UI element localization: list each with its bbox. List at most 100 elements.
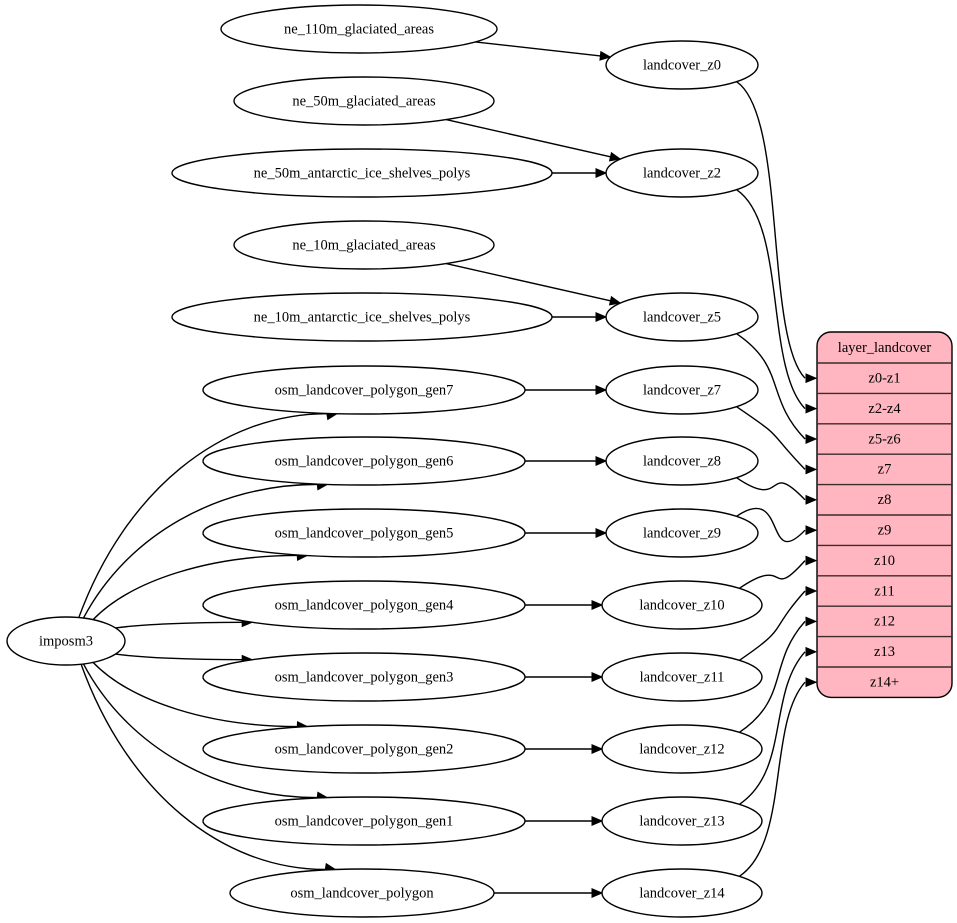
edge-line: [82, 663, 318, 799]
node-label: landcover_z9: [643, 525, 721, 541]
edge-arrowhead: [805, 646, 818, 657]
node-osm_landcover_polygon[interactable]: osm_landcover_polygon: [229, 868, 495, 918]
edge-arrowhead: [595, 528, 608, 538]
node-osm_landcover_polygon_gen1[interactable]: osm_landcover_polygon_gen1: [202, 796, 526, 846]
node-ne_110m_glaciated_areas[interactable]: ne_110m_glaciated_areas: [220, 4, 498, 54]
edge-arrowhead: [595, 312, 608, 322]
node-label: landcover_z0: [643, 57, 721, 73]
table-header-layer_landcover: layer_landcover: [838, 340, 932, 356]
node-ne_10m_antarctic_ice_shelves_polys[interactable]: ne_10m_antarctic_ice_shelves_polys: [171, 292, 553, 342]
table-row-z13[interactable]: z13: [817, 644, 952, 668]
edge-line: [82, 483, 318, 619]
node-label: osm_landcover_polygon_gen3: [275, 669, 454, 685]
node-landcover_z14[interactable]: landcover_z14: [601, 868, 763, 918]
node-landcover_z2[interactable]: landcover_z2: [605, 148, 759, 198]
node-landcover_z8[interactable]: landcover_z8: [605, 436, 759, 486]
edge-landcover_z14-to-layer_landcover_z14_: [739, 677, 818, 877]
edge-osm_landcover_polygon_gen4-to-landcover_z10: [525, 600, 604, 610]
node-label: landcover_z12: [639, 741, 724, 757]
node-label: landcover_z2: [643, 165, 721, 181]
edge-osm_landcover_polygon_gen6-to-landcover_z8: [525, 456, 608, 466]
node-osm_landcover_polygon_gen4[interactable]: osm_landcover_polygon_gen4: [202, 580, 526, 630]
node-osm_landcover_polygon_gen6[interactable]: osm_landcover_polygon_gen6: [202, 436, 526, 486]
edge-ne_50m_glaciated_areas-to-landcover_z2: [445, 118, 622, 162]
edge-arrowhead: [805, 677, 818, 688]
edge-line: [445, 262, 611, 302]
edge-arrowhead: [608, 151, 622, 162]
edge-osm_landcover_polygon_gen7-to-landcover_z7: [525, 385, 608, 395]
edge-line: [736, 477, 806, 501]
table-row-z9[interactable]: z9: [817, 523, 952, 547]
edge-landcover_z0-to-layer_landcover_z0-z1: [736, 81, 818, 384]
table-row-z14plus[interactable]: z14+: [870, 675, 899, 691]
node-landcover_z10[interactable]: landcover_z10: [601, 580, 763, 630]
edge-line: [736, 507, 806, 543]
edge-arrowhead: [591, 888, 604, 898]
edge-line: [736, 81, 806, 379]
node-imposm3[interactable]: imposm3: [6, 616, 126, 666]
edge-arrowhead: [591, 816, 604, 826]
node-landcover_z0[interactable]: landcover_z0: [605, 40, 759, 90]
node-landcover_z5[interactable]: landcover_z5: [605, 292, 759, 342]
edge-line: [445, 118, 611, 158]
node-ne_50m_glaciated_areas[interactable]: ne_50m_glaciated_areas: [233, 76, 495, 126]
node-ne_50m_antarctic_ice_shelves_polys[interactable]: ne_50m_antarctic_ice_shelves_polys: [171, 148, 553, 198]
edge-arrowhead: [805, 403, 818, 414]
edge-line: [92, 554, 298, 621]
table-row-label: z13: [874, 644, 895, 660]
node-label: ne_50m_antarctic_ice_shelves_polys: [254, 165, 471, 181]
edge-line: [736, 406, 806, 470]
node-label: ne_50m_glaciated_areas: [292, 93, 436, 109]
edge-arrowhead: [805, 555, 818, 566]
edge-line: [115, 653, 243, 661]
table-row-label: z10: [874, 553, 895, 569]
node-landcover_z13[interactable]: landcover_z13: [601, 796, 763, 846]
node-osm_landcover_polygon_gen7[interactable]: osm_landcover_polygon_gen7: [202, 365, 526, 415]
node-landcover_z9[interactable]: landcover_z9: [605, 508, 759, 558]
node-landcover_z11[interactable]: landcover_z11: [601, 652, 763, 702]
edge-arrowhead: [805, 616, 818, 627]
node-label: osm_landcover_polygon_gen4: [275, 597, 455, 613]
edge-line: [92, 661, 298, 728]
node-label: osm_landcover_polygon: [290, 885, 434, 901]
node-landcover_z12[interactable]: landcover_z12: [601, 724, 763, 774]
edge-arrowhead: [591, 744, 604, 754]
node-landcover_z7[interactable]: landcover_z7: [605, 365, 759, 415]
edge-arrowhead: [591, 672, 604, 682]
node-label: landcover_z5: [643, 309, 721, 325]
node-label: ne_110m_glaciated_areas: [284, 21, 434, 37]
edge-line: [739, 620, 806, 733]
node-label: ne_10m_antarctic_ice_shelves_polys: [254, 309, 471, 325]
node-label: landcover_z8: [643, 453, 721, 469]
table-row-z11[interactable]: z11: [817, 583, 952, 607]
node-label: osm_landcover_polygon_gen2: [275, 741, 454, 757]
edge-arrowhead: [805, 464, 818, 475]
edge-landcover_z12-to-layer_landcover_z12: [739, 616, 818, 733]
node-ne_10m_glaciated_areas[interactable]: ne_10m_glaciated_areas: [233, 220, 495, 270]
edge-arrowhead: [608, 295, 622, 306]
edge-osm_landcover_polygon-to-landcover_z14: [494, 888, 604, 898]
node-label: osm_landcover_polygon_gen6: [275, 453, 454, 469]
node-osm_landcover_polygon_gen3[interactable]: osm_landcover_polygon_gen3: [202, 652, 526, 702]
table-row-label: z8: [878, 492, 892, 508]
table-row-z12[interactable]: z12: [817, 614, 952, 638]
table-row-z7[interactable]: z7: [817, 462, 952, 486]
edge-landcover_z5-to-layer_landcover_z5-z6: [736, 333, 818, 444]
table-row-z10[interactable]: z10: [817, 553, 952, 577]
edge-line: [475, 41, 601, 57]
edge-layer: [78, 41, 818, 898]
edge-ne_10m_antarctic_ice_shelves_polys-to-landcover_z5: [552, 312, 608, 322]
table-row-z2-z4[interactable]: z2-z4: [817, 401, 952, 425]
edge-landcover_z11-to-layer_landcover_z11: [739, 586, 818, 661]
layer-landcover-table: layer_landcover z0-z1 z2-z4 z5-z6 z7 z8 z9 z10 z…: [816, 331, 953, 699]
node-osm_landcover_polygon_gen2[interactable]: osm_landcover_polygon_gen2: [202, 724, 526, 774]
table-row-label: z2-z4: [868, 401, 901, 417]
node-osm_landcover_polygon_gen5[interactable]: osm_landcover_polygon_gen5: [202, 508, 526, 558]
table-row-z0-z1[interactable]: z0-z1: [817, 371, 952, 395]
table-row-z5-z6[interactable]: z5-z6: [817, 431, 952, 455]
table-row-z8[interactable]: z8: [817, 492, 952, 516]
node-label: osm_landcover_polygon_gen1: [275, 813, 454, 829]
table-row-label: z0-z1: [868, 371, 900, 387]
edge-line: [78, 412, 327, 618]
edge-line: [736, 333, 806, 440]
